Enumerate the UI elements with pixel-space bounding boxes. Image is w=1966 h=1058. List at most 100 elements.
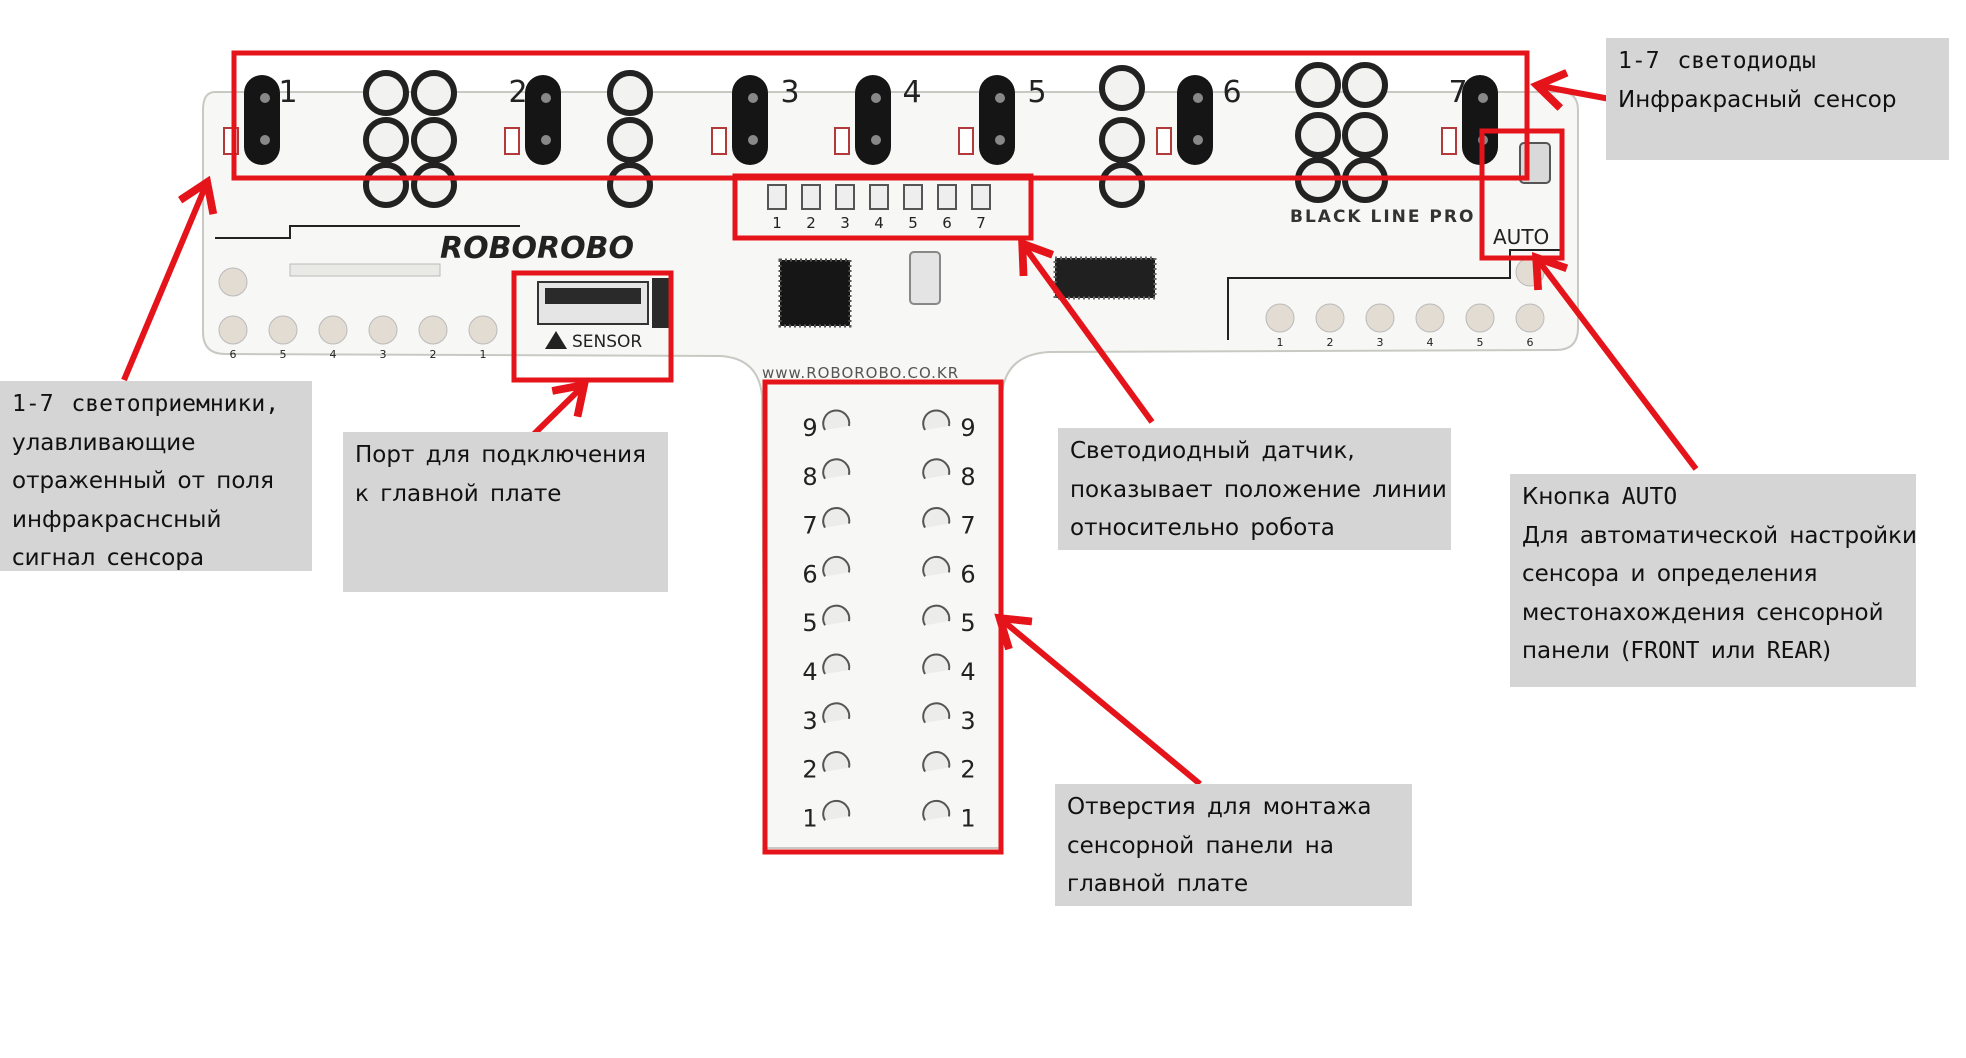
led-number: 4 — [874, 214, 884, 232]
mount-hole — [822, 507, 851, 529]
callout-auto-line-5: панели (FRONT или REAR) — [1522, 632, 1904, 671]
receiver-ring — [363, 70, 409, 116]
ir-sensor-body — [732, 75, 768, 165]
connector-pad — [268, 315, 298, 345]
trace-left — [215, 225, 520, 239]
ir-sensor-body — [244, 75, 280, 165]
callout-led-sensor-line-3: относительно робота — [1070, 515, 1335, 541]
sensor-port-pins — [545, 288, 641, 304]
receiver-ring — [411, 162, 457, 208]
led-indicator — [767, 184, 787, 210]
callout-auto-line-2: Для автоматической настройки — [1522, 522, 1917, 549]
receiver-ring — [1099, 65, 1145, 111]
ir-sensor-lens — [748, 135, 758, 145]
photo-receivers — [363, 62, 1388, 208]
frame-led-row — [732, 173, 1034, 241]
mount-hole-number: 2 — [960, 756, 975, 784]
driver-chip — [1053, 256, 1157, 300]
pad-number: 1 — [1277, 336, 1284, 349]
mount-hole-number: 8 — [802, 463, 817, 491]
callout-led-sensor-line-2: показывает положение линии — [1070, 476, 1447, 503]
mount-hole-number: 4 — [802, 658, 817, 686]
auto-label: AUTO — [1493, 225, 1549, 249]
pad-number: 6 — [1527, 336, 1534, 349]
mount-hole — [922, 751, 951, 773]
trace-right — [1227, 249, 1560, 340]
sensor-number: 1 — [278, 75, 297, 110]
annotation-frames — [231, 50, 1565, 855]
callout-port-line-1: Порт для подключения — [355, 442, 646, 468]
sensor-number: 4 — [902, 75, 921, 110]
callout-auto-line-5-post: ) — [1822, 638, 1832, 664]
mount-hole-number: 3 — [802, 707, 817, 735]
mount-hole — [922, 409, 951, 431]
ir-sensor-lens — [1193, 93, 1203, 103]
connector-pad — [218, 315, 248, 345]
smd-resistor — [504, 127, 520, 155]
arrow-port — [528, 387, 582, 440]
callout-mount-holes: Отверстия для монтажа сенсорной панели н… — [1055, 784, 1412, 906]
led-number: 7 — [976, 214, 986, 232]
connector-pad — [1315, 303, 1345, 333]
connector-pad — [468, 315, 498, 345]
frame-sensor-port — [511, 270, 674, 383]
ir-sensor-pair: 2 — [504, 75, 561, 165]
led-indicator — [903, 184, 923, 210]
callout-port: Порт для подключения к главной плате — [343, 432, 668, 592]
led-number: 3 — [840, 214, 850, 232]
ir-sensor-lens — [260, 93, 270, 103]
callout-auto-line-1: Кнопка AUTO — [1522, 478, 1904, 517]
connector-pad — [218, 267, 248, 297]
led-number: 6 — [942, 214, 952, 232]
arrow-mount-holes — [1002, 620, 1202, 787]
sensor-number: 5 — [1027, 75, 1046, 110]
callout-auto-line-5-front: FRONT — [1630, 638, 1700, 664]
ir-sensor-pair: 3 — [711, 75, 800, 165]
pad-number: 6 — [230, 348, 237, 361]
mount-hole — [822, 799, 851, 821]
callout-auto-line-1-text: Кнопка — [1522, 484, 1622, 510]
ir-sensor-lens — [1478, 93, 1488, 103]
callout-ir-leds-line-1: 1-7 светодиоды — [1618, 48, 1816, 74]
ir-sensor-body — [525, 75, 561, 165]
pad-number: 5 — [280, 348, 287, 361]
callout-auto-line-3: сенсора и определения — [1522, 561, 1818, 587]
mount-hole — [822, 702, 851, 724]
mount-hole-number: 7 — [960, 512, 975, 540]
arrow-receivers — [121, 185, 206, 382]
mount-hole-number: 6 — [960, 560, 975, 588]
crystal-component — [909, 251, 941, 305]
arrow-led-sensor — [1024, 246, 1155, 424]
mount-hole-number: 7 — [802, 512, 817, 540]
receiver-ring — [1099, 162, 1145, 208]
callout-receivers-line-4: инфракраснсный — [12, 506, 222, 533]
led-indicator — [971, 184, 991, 210]
connector-pad — [368, 315, 398, 345]
mount-hole — [822, 409, 851, 431]
connector-pad — [418, 315, 448, 345]
smd-resistor — [1156, 127, 1172, 155]
pad-number: 2 — [430, 348, 437, 361]
callout-mount-line-1: Отверстия для монтажа — [1067, 794, 1372, 820]
mount-hole-number: 8 — [960, 463, 975, 491]
connector-pad — [1265, 303, 1295, 333]
board-logo: ROBOROBO — [440, 231, 634, 266]
receiver-ring — [411, 70, 457, 116]
annotation-arrows — [121, 86, 1699, 787]
ir-sensor-lens — [260, 135, 270, 145]
mount-hole-number: 5 — [802, 609, 817, 637]
connector-pad — [1515, 303, 1545, 333]
pad-number: 4 — [330, 348, 337, 361]
arrow-ir-leds — [1540, 86, 1611, 99]
callout-ir-leds: 1-7 светодиоды Инфракрасный сенсор — [1606, 38, 1949, 160]
ir-sensor-body — [855, 75, 891, 165]
ir-sensor-pair: 7 — [1441, 75, 1498, 165]
callout-auto-line-5-rear: REAR — [1766, 638, 1823, 664]
mount-hole-number: 6 — [802, 560, 817, 588]
board-website: www.ROBOROBO.CO.KR — [762, 364, 959, 382]
mount-hole — [922, 604, 951, 626]
callout-receivers-line-1: 1-7 светоприемники, — [12, 391, 280, 417]
mount-hole — [922, 799, 951, 821]
mount-hole-number: 1 — [802, 804, 817, 832]
callout-port-line-2: к главной плате — [355, 480, 562, 507]
